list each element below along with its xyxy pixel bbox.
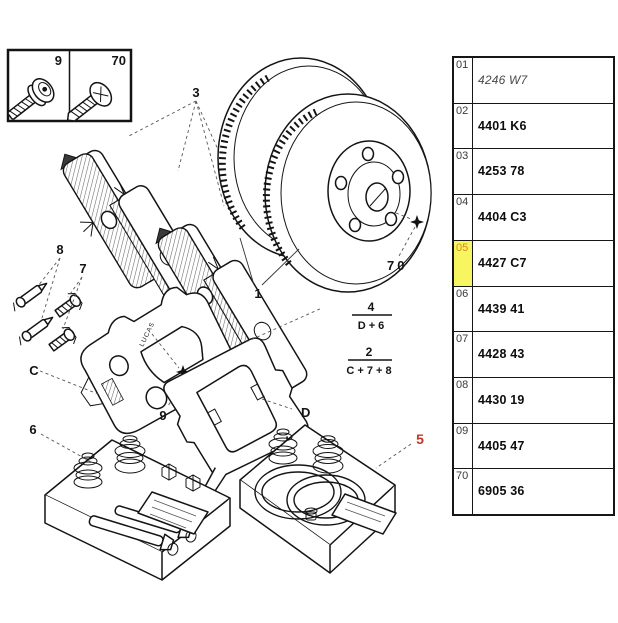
parts-row[interactable]: 07 4428 43 xyxy=(454,332,613,378)
quantity-formulas: 4 D + 6 2 C + 7 + 8 xyxy=(346,300,392,377)
parts-row[interactable]: 05 4427 C7 xyxy=(454,240,613,287)
part-number: 4439 41 xyxy=(478,301,525,316)
ref-number: 05 xyxy=(456,241,469,254)
ref-number: 02 xyxy=(456,104,469,117)
ref-number: 09 xyxy=(456,424,469,437)
parts-row[interactable]: 09 4405 47 xyxy=(454,423,613,470)
legend-box: 9 70 xyxy=(6,48,133,123)
ref-cell: 03 xyxy=(454,149,473,195)
pads-formula-denominator: D + 6 xyxy=(358,320,385,332)
ref-cell: 05 xyxy=(454,240,473,286)
countersunk-screw-icon xyxy=(66,81,113,122)
ref-cell: 02 xyxy=(454,103,473,149)
callout-guide-pins[interactable]: 7 xyxy=(79,261,86,276)
torx-screw-icon xyxy=(7,78,55,120)
part-number: 4405 47 xyxy=(478,438,525,453)
parts-table: 01 4246 W7 02 4401 K6 03 4253 78 04 4404… xyxy=(452,56,615,516)
parts-row[interactable]: 70 6905 36 xyxy=(454,469,613,515)
pads-formula-numerator: 4 xyxy=(368,300,375,314)
seal-kit-drawing: 5 xyxy=(239,424,424,574)
ref-cell: 07 xyxy=(454,332,473,377)
part-number: 4427 C7 xyxy=(478,255,527,270)
guide-kit-drawing: 6 xyxy=(29,422,231,581)
part-number: 4253 78 xyxy=(478,164,525,179)
ref-cell: 70 xyxy=(454,469,473,515)
ref-number: 70 xyxy=(456,470,469,483)
callout-discs[interactable]: 1 xyxy=(254,286,261,301)
guide-pins-drawing: 7 xyxy=(48,261,87,352)
parts-row[interactable]: 06 4439 41 xyxy=(454,286,613,333)
legend-ref-70[interactable]: 70 xyxy=(112,53,126,68)
part-number: 4428 43 xyxy=(478,347,525,362)
bleed-screws-drawing: 8 xyxy=(12,242,64,346)
callout-carrier-screw[interactable]: 9 xyxy=(159,408,166,423)
parts-row[interactable]: 03 4253 78 xyxy=(454,149,613,196)
parts-row[interactable]: 01 4246 W7 xyxy=(454,58,613,104)
parts-row[interactable]: 04 4404 C3 xyxy=(454,195,613,241)
callout-pads[interactable]: 3 xyxy=(192,85,199,100)
carrier-bracket-drawing: D xyxy=(163,307,323,495)
caliper-formula-denominator: C + 7 + 8 xyxy=(346,365,391,377)
ref-number: 08 xyxy=(456,378,469,391)
callout-disc-screw[interactable]: 70 xyxy=(387,258,407,273)
screw-position-star-icon xyxy=(176,365,190,379)
ref-cell: 01 xyxy=(454,58,473,103)
parts-row[interactable]: 02 4401 K6 xyxy=(454,103,613,150)
ref-number: 03 xyxy=(456,150,469,163)
callout-caliper[interactable]: C xyxy=(29,363,39,378)
callout-bleed-screws[interactable]: 8 xyxy=(56,242,63,257)
ref-cell: 08 xyxy=(454,377,473,423)
ref-number: 01 xyxy=(456,59,469,71)
caliper-drawing: LUCAS C 9 xyxy=(29,286,238,435)
part-number: 4401 K6 xyxy=(478,118,527,133)
part-number: 4404 C3 xyxy=(478,210,527,225)
legend-ref-9[interactable]: 9 xyxy=(55,53,62,68)
callout-carrier[interactable]: D xyxy=(301,405,310,420)
callout-seal-kit[interactable]: 5 xyxy=(416,431,424,447)
ref-cell: 06 xyxy=(454,286,473,332)
ref-number: 06 xyxy=(456,287,469,300)
part-number: 4430 19 xyxy=(478,392,525,407)
part-number: 4246 W7 xyxy=(478,73,528,87)
ref-cell: 09 xyxy=(454,423,473,469)
callout-guide-kit[interactable]: 6 xyxy=(29,422,36,437)
ref-number: 07 xyxy=(456,333,469,346)
ref-cell: 04 xyxy=(454,195,473,240)
ref-number: 04 xyxy=(456,196,469,209)
brake-parts-diagram: 9 70 xyxy=(6,48,432,581)
screw-position-star-icon xyxy=(410,215,424,229)
part-number: 6905 36 xyxy=(478,484,525,499)
parts-row[interactable]: 08 4430 19 xyxy=(454,377,613,424)
caliper-formula-numerator: 2 xyxy=(366,345,373,359)
brake-discs-drawing: 1 70 xyxy=(217,57,432,301)
